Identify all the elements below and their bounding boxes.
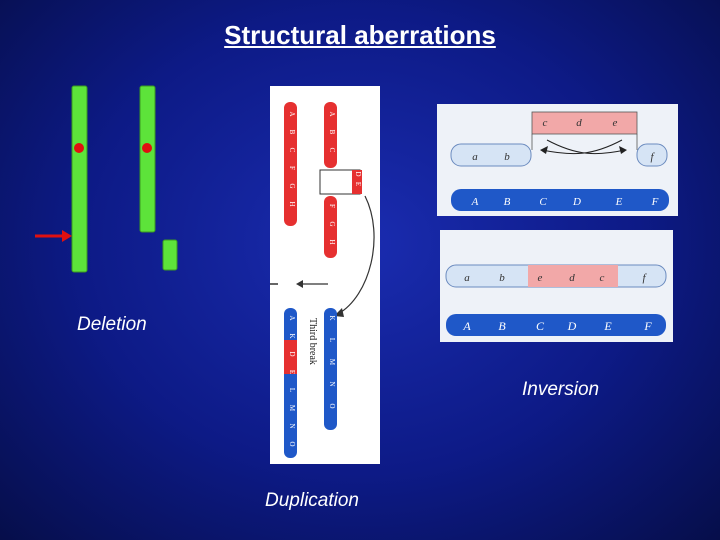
- dup-loop-segment: [352, 170, 362, 194]
- duplication-diagram: A B C F G H A B C F G H D E A K D E L M N O K L M N O Third bre…: [270, 86, 380, 464]
- dup-bottom-right-chromosome: [324, 308, 337, 430]
- deleted-chromosome-upper: [139, 85, 156, 233]
- inv-gene-label: f: [650, 151, 655, 163]
- inversion-label: Inversion: [522, 379, 600, 400]
- dup-gene-label: N: [288, 423, 296, 428]
- inv-gene-label: c: [543, 117, 548, 129]
- dup-gene-label: H: [288, 201, 296, 206]
- dup-gene-label: G: [328, 221, 336, 226]
- dup-gene-label: E: [354, 182, 362, 186]
- dup-top-left-chromosome: [284, 102, 297, 226]
- duplication-label: Duplication: [265, 490, 359, 511]
- dup-gene-label: E: [288, 370, 296, 374]
- inv-top-right-chromosome: [636, 143, 668, 167]
- inv-gene-label: C: [536, 319, 545, 333]
- centromere-marker-right: [142, 143, 152, 153]
- dup-gene-label: B: [288, 130, 296, 135]
- inv-gene-label: C: [539, 196, 547, 208]
- dup-bottom-left-chromosome: [284, 308, 297, 458]
- dup-gene-label: C: [328, 148, 336, 153]
- dup-gene-label: G: [288, 183, 296, 188]
- dup-gene-label: N: [328, 381, 336, 386]
- inv-top-left-chromosome: [450, 143, 532, 167]
- third-break-label: Third break: [307, 318, 318, 365]
- centromere-marker-left: [74, 143, 84, 153]
- inv-gene-label: e: [613, 117, 618, 129]
- inv-gene-label: d: [576, 117, 582, 129]
- inv-gene-label: c: [600, 272, 605, 284]
- deleted-fragment: [162, 239, 178, 271]
- dup-gene-label: F: [328, 204, 336, 208]
- dup-gene-label: K: [328, 315, 336, 320]
- dup-gene-label: K: [288, 333, 296, 338]
- inv-gene-label: F: [651, 196, 659, 208]
- normal-chromosome: [71, 85, 88, 273]
- dup-gene-label: A: [328, 111, 336, 116]
- dup-gene-label: D: [354, 171, 362, 176]
- dup-top-right-lower: [324, 196, 337, 258]
- inversion-before-diagram: c d e a b f A B C D E F: [437, 104, 678, 216]
- inv-gene-label: F: [643, 319, 652, 333]
- dup-gene-label: D: [288, 351, 296, 356]
- dup-left-arrowhead: [296, 280, 303, 288]
- inversion-after-diagram: a b e d c f A B C D E F: [440, 230, 673, 342]
- inv-after-bottom-chromosome: [446, 314, 666, 336]
- inv-gene-label: a: [464, 272, 470, 284]
- dup-gene-label: H: [328, 239, 336, 244]
- slide-title: Structural aberrations: [224, 20, 496, 50]
- inversion-cross-arrow-1: [546, 139, 626, 155]
- inv-after-inverted-segment: [528, 265, 618, 287]
- deletion-arrowhead: [62, 230, 72, 242]
- inv-gene-label: B: [504, 196, 511, 208]
- dup-top-right-upper: [324, 102, 337, 168]
- inv-gene-label: D: [572, 196, 581, 208]
- inv-gene-label: e: [538, 272, 543, 284]
- inv-gene-label: B: [498, 319, 506, 333]
- dup-gene-label: O: [288, 441, 296, 446]
- dup-gene-label: F: [288, 166, 296, 170]
- inv-gene-label: A: [471, 196, 479, 208]
- dup-gene-label: B: [328, 130, 336, 135]
- dup-gene-label: O: [328, 403, 336, 408]
- inv-bottom-chromosome: [451, 189, 669, 211]
- dup-gene-label: A: [288, 315, 296, 320]
- inv-gene-label: E: [603, 319, 612, 333]
- inv-gene-label: f: [642, 272, 647, 284]
- dup-gene-label: A: [288, 111, 296, 116]
- inversion-loop-box: [531, 111, 638, 135]
- dup-gene-label: M: [288, 405, 296, 412]
- inv-gene-label: b: [504, 151, 510, 163]
- dup-bottom-left-inserted: [284, 340, 297, 374]
- dup-gene-label: C: [288, 148, 296, 153]
- deletion-label: Deletion: [77, 314, 147, 335]
- inv-gene-label: d: [569, 272, 575, 284]
- inv-gene-label: a: [472, 151, 478, 163]
- inv-gene-label: D: [567, 319, 577, 333]
- inv-gene-label: b: [499, 272, 505, 284]
- dup-gene-label: L: [288, 388, 296, 392]
- dup-gene-label: M: [328, 359, 336, 366]
- dup-transfer-curve: [337, 195, 375, 315]
- deletion-diagram: [35, 85, 178, 273]
- inversion-cross-arrow-2: [541, 139, 623, 155]
- inv-gene-label: A: [462, 319, 471, 333]
- dup-gene-label: L: [328, 338, 336, 342]
- inv-gene-label: E: [615, 196, 623, 208]
